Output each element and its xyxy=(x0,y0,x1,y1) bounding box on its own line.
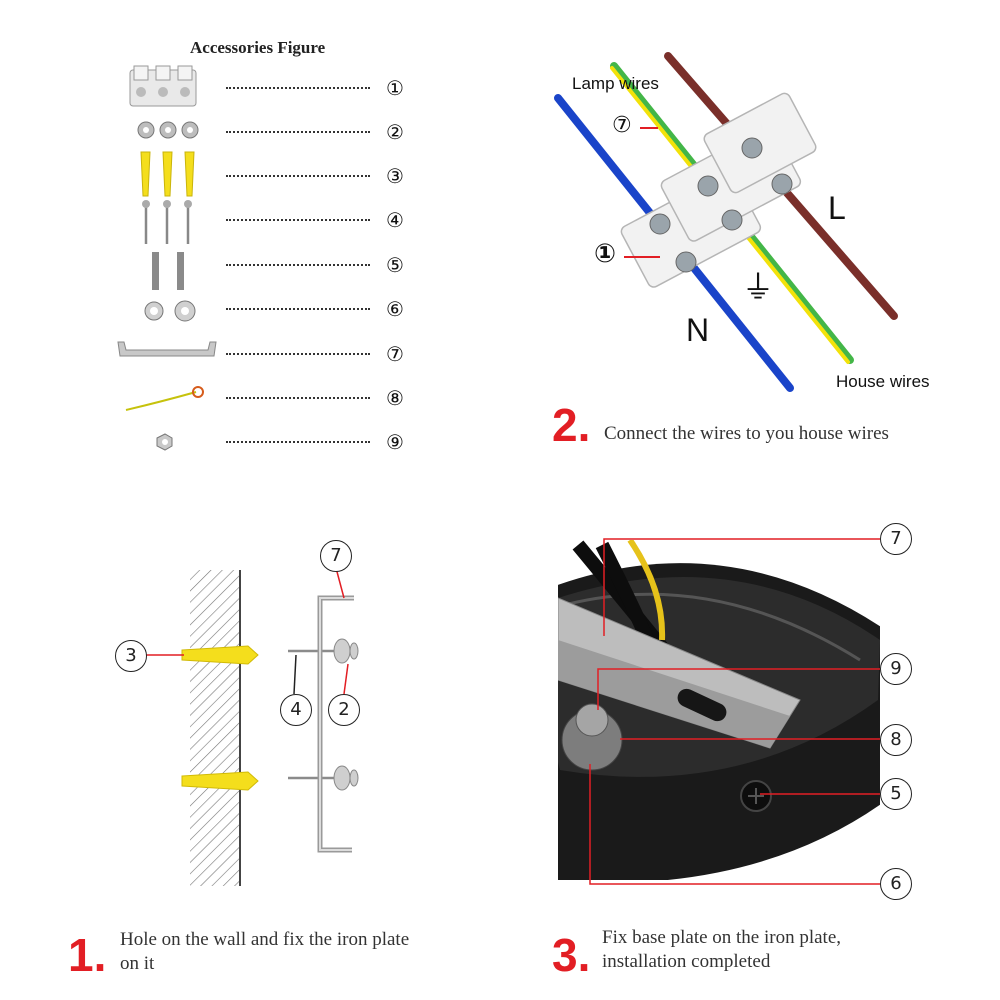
ground-symbol-icon: ⏚ xyxy=(742,269,775,305)
dotted-leader xyxy=(226,308,370,310)
callout-7-base: 7 xyxy=(880,523,912,555)
dotted-leader xyxy=(226,87,370,89)
terminal-block-icon xyxy=(129,65,197,107)
item-number-1: ① xyxy=(386,76,404,100)
item-number-4: ④ xyxy=(386,208,404,232)
wall-hatch xyxy=(190,570,240,886)
dotted-leader xyxy=(226,353,370,355)
ground-wire-icon xyxy=(125,386,204,411)
step-3-text-line-1: Fix base plate on the iron plate, xyxy=(602,927,842,948)
washer-icon xyxy=(333,638,359,791)
callout-2-washer: 2 xyxy=(328,694,360,726)
house-wires-label: House wires xyxy=(836,372,930,391)
accessories-title: Accessories Figure xyxy=(190,38,326,57)
live-label: L xyxy=(828,190,846,226)
step-2-number: 2. xyxy=(552,399,591,451)
step-3-text-line-2: installation completed xyxy=(602,951,771,972)
item-number-5: ⑤ xyxy=(386,253,404,277)
dotted-leader xyxy=(226,131,370,133)
callout-4-screw: 4 xyxy=(280,694,312,726)
dotted-leader xyxy=(226,219,370,221)
callout-5-screw: 5 xyxy=(880,778,912,810)
callout-6-washer: 6 xyxy=(880,868,912,900)
wall-anchor-icon xyxy=(181,645,259,791)
terminal-block-icon xyxy=(620,92,817,288)
wood-screw-icon xyxy=(288,649,338,780)
item-number-3: ③ xyxy=(386,164,404,188)
wall-anchors-icon xyxy=(140,151,195,197)
machine-screws-icon xyxy=(152,252,184,290)
lamp-wires-label: Lamp wires xyxy=(572,74,659,93)
dotted-leader xyxy=(226,264,370,266)
callout-9-nut: 9 xyxy=(880,653,912,685)
callout-7-wires: ⑦ xyxy=(612,113,632,138)
step-2-text: Connect the wires to you house wires xyxy=(604,423,889,444)
callout-3-anchor: 3 xyxy=(115,640,147,672)
callout-1-wires: ① xyxy=(594,239,617,269)
small-nut-icon xyxy=(156,433,173,451)
dotted-leader xyxy=(226,397,370,399)
item-number-2: ② xyxy=(386,120,404,144)
item-number-6: ⑥ xyxy=(386,297,404,321)
iron-plate-icon xyxy=(117,341,217,357)
step-1-text-line-2: on it xyxy=(120,953,155,974)
step-1-number: 1. xyxy=(68,929,107,981)
dotted-leader xyxy=(226,175,370,177)
dotted-leader xyxy=(226,441,370,443)
callout-7-plate: 7 xyxy=(320,540,352,572)
neutral-label: N xyxy=(686,312,710,348)
nut xyxy=(575,703,609,737)
item-number-7: ⑦ xyxy=(386,342,404,366)
step-3-number: 3. xyxy=(552,929,591,981)
callout-8-wire: 8 xyxy=(880,724,912,756)
step-1-text-line-1: Hole on the wall and fix the iron plate xyxy=(120,929,410,950)
item-number-9: ⑨ xyxy=(386,430,404,454)
item-number-8: ⑧ xyxy=(386,386,404,410)
wood-screws-icon xyxy=(144,204,190,244)
